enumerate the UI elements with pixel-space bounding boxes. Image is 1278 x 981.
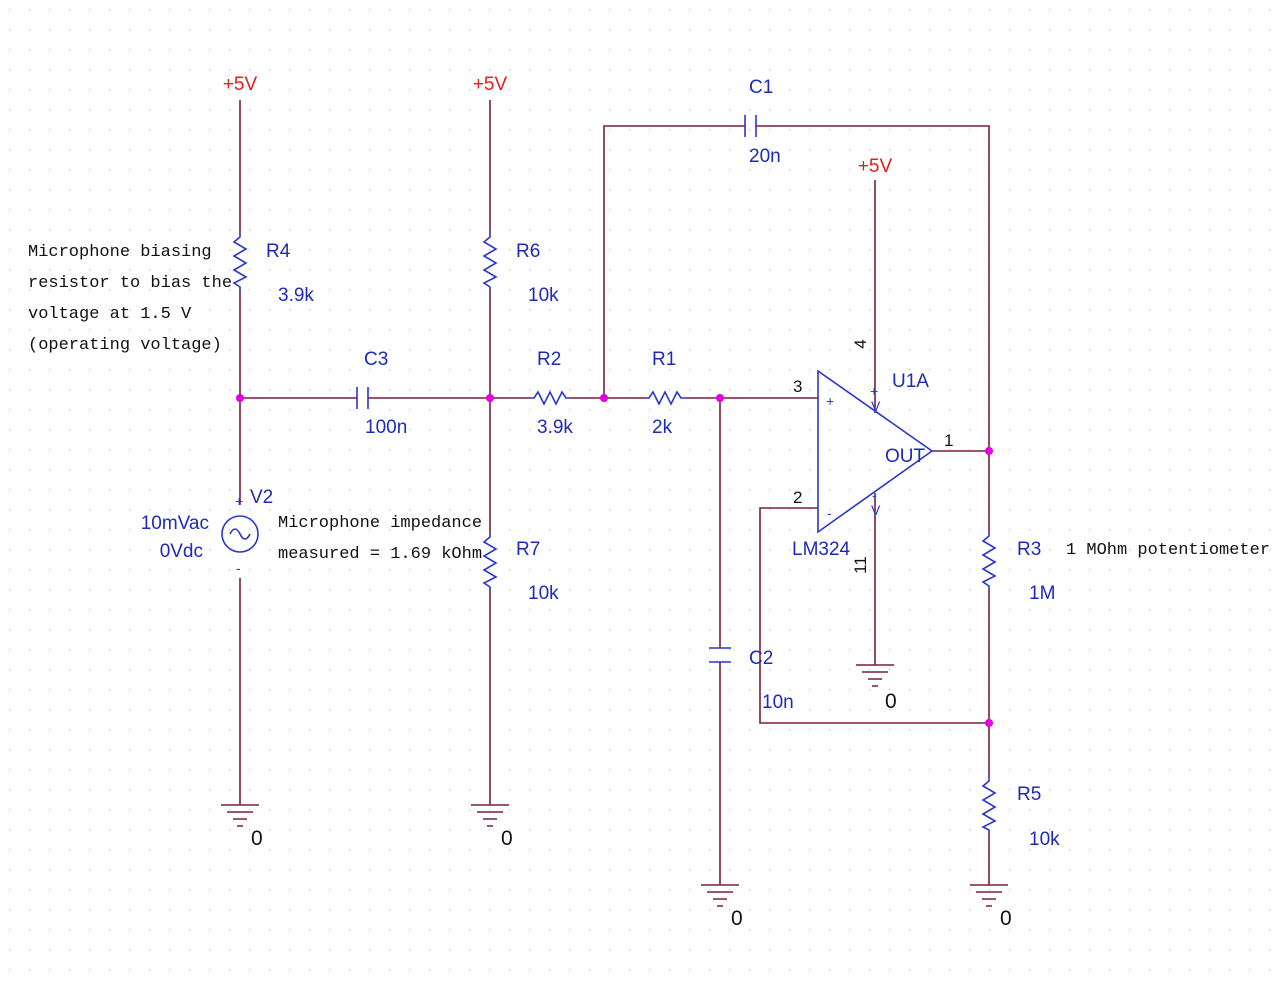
capacitor-c3 bbox=[356, 387, 369, 409]
u1-vneg-v: V bbox=[871, 502, 881, 518]
r4-ref: R4 bbox=[266, 241, 291, 262]
resistor-r1 bbox=[645, 390, 685, 406]
resistor-r5 bbox=[981, 777, 997, 831]
note-impedance-line-1: Microphone impedance bbox=[278, 514, 482, 533]
c2-value: 10n bbox=[762, 692, 794, 713]
r4-value: 3.9k bbox=[278, 285, 314, 306]
resistor-r3 bbox=[981, 532, 997, 589]
note-bias-line-4: (operating voltage) bbox=[28, 336, 222, 355]
resistor-r6 bbox=[482, 233, 498, 290]
ground-label: 0 bbox=[501, 827, 513, 850]
v2-minus-sign: - bbox=[236, 560, 241, 576]
ground-symbols bbox=[221, 664, 1008, 907]
opamp-u1a bbox=[817, 369, 934, 534]
junction-nodes bbox=[236, 394, 993, 727]
u1-out-label: OUT bbox=[885, 446, 926, 467]
u1-vpos-sign: + bbox=[870, 383, 878, 399]
node-divider bbox=[486, 394, 494, 402]
u1-pin-vneg: 11 bbox=[851, 556, 870, 574]
node-bias bbox=[236, 394, 244, 402]
capacitor-c1 bbox=[744, 115, 757, 137]
r1-value: 2k bbox=[652, 417, 673, 438]
c3-ref: C3 bbox=[364, 349, 388, 370]
r6-ref: R6 bbox=[516, 241, 540, 262]
r7-ref: R7 bbox=[516, 539, 540, 560]
note-potentiometer: 1 MOhm potentiometer bbox=[1066, 541, 1270, 560]
note-impedance-line-2: measured = 1.69 kOhm bbox=[278, 545, 482, 564]
note-bias-line-1: Microphone biasing bbox=[28, 243, 212, 262]
r5-ref: R5 bbox=[1017, 784, 1041, 805]
u1-part: LM324 bbox=[792, 539, 851, 560]
r2-ref: R2 bbox=[537, 349, 561, 370]
c3-value: 100n bbox=[365, 417, 407, 438]
ground-label: 0 bbox=[731, 907, 743, 930]
u1-minus-sign: - bbox=[827, 505, 832, 521]
ground-label: 0 bbox=[885, 690, 897, 713]
v2-dc: 0Vdc bbox=[160, 541, 203, 562]
ground-icon bbox=[856, 664, 894, 687]
ground-icon bbox=[970, 884, 1008, 907]
u1-plus-sign: + bbox=[826, 393, 834, 409]
u1-pin-noninv: 3 bbox=[793, 377, 802, 396]
capacitor-c2 bbox=[709, 647, 731, 663]
resistor-r4 bbox=[232, 233, 248, 290]
v2-ac: 10mVac bbox=[141, 513, 209, 534]
c1-ref: C1 bbox=[749, 77, 773, 98]
node-gain bbox=[985, 719, 993, 727]
u1-pin-vpos: 4 bbox=[851, 339, 870, 348]
ground-label: 0 bbox=[251, 827, 263, 850]
v2-plus-sign: + bbox=[235, 493, 243, 509]
node-feedback bbox=[600, 394, 608, 402]
u1-pin-inv: 2 bbox=[793, 488, 802, 507]
r7-value: 10k bbox=[528, 583, 559, 604]
note-bias-line-3: voltage at 1.5 V bbox=[28, 305, 192, 324]
resistor-r2 bbox=[530, 390, 570, 406]
r3-ref: R3 bbox=[1017, 539, 1041, 560]
power-label-left: +5V bbox=[223, 74, 258, 95]
resistor-r7 bbox=[482, 533, 498, 590]
c2-ref: C2 bbox=[749, 648, 773, 669]
c1-value: 20n bbox=[749, 146, 781, 167]
ground-label: 0 bbox=[1000, 907, 1012, 930]
note-bias-line-2: resistor to bias the bbox=[28, 274, 232, 293]
power-label-opamp: +5V bbox=[858, 156, 893, 177]
ground-icon bbox=[471, 804, 509, 827]
wires bbox=[239, 100, 990, 885]
node-output bbox=[985, 447, 993, 455]
u1-ref: U1A bbox=[892, 371, 929, 392]
r5-value: 10k bbox=[1029, 829, 1060, 850]
u1-vpos-v: V bbox=[871, 398, 881, 414]
node-input bbox=[716, 394, 724, 402]
u1-pin-out: 1 bbox=[944, 431, 953, 450]
power-label-middle: +5V bbox=[473, 74, 508, 95]
voltage-source-v2: + - bbox=[221, 493, 259, 576]
v2-ref: V2 bbox=[250, 487, 273, 508]
ground-icon bbox=[701, 884, 739, 907]
u1-vneg-sign: - bbox=[872, 487, 877, 503]
r1-ref: R1 bbox=[652, 349, 676, 370]
ground-icon bbox=[221, 804, 259, 827]
r3-value: 1M bbox=[1029, 583, 1055, 604]
r6-value: 10k bbox=[528, 285, 559, 306]
r2-value: 3.9k bbox=[537, 417, 573, 438]
